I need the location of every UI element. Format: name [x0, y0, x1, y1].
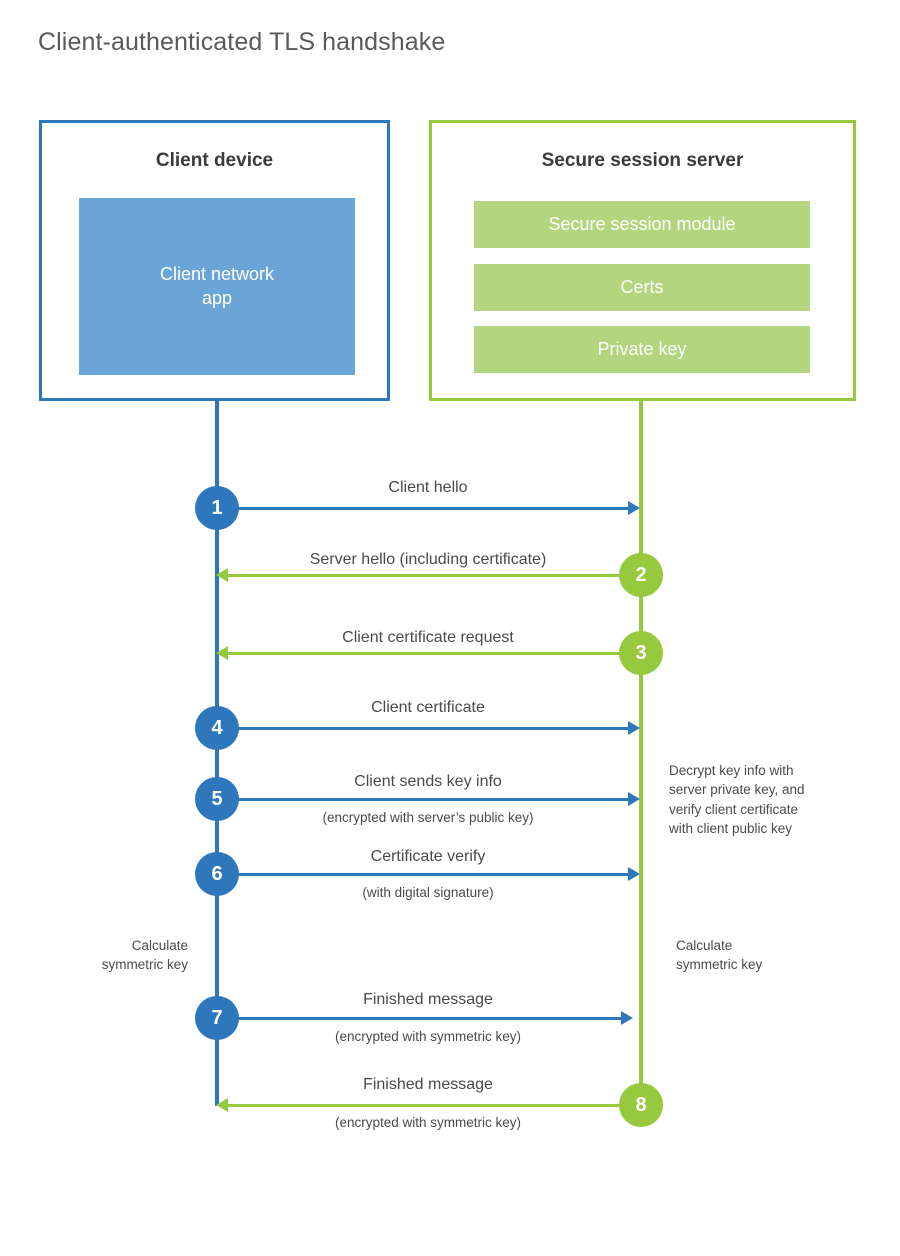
page-title: Client-authenticated TLS handshake	[38, 28, 446, 56]
message-7-label: Finished message	[363, 991, 493, 1008]
step-badge-5[interactable]: 5	[195, 777, 239, 821]
note-server-calculate-symmetric-key: Calculate symmetric key	[676, 938, 763, 973]
secure-session-server-box: Secure session server Secure session mod…	[429, 120, 856, 401]
client-device-box: Client device Client network app	[39, 120, 390, 401]
message-3-arrowhead	[216, 646, 228, 660]
note-server-decrypt: Decrypt key info with server private key…	[669, 763, 805, 836]
message-5-sublabel: (encrypted with server’s public key)	[322, 810, 534, 825]
message-8-label: Finished message	[363, 1076, 493, 1093]
message-2-line	[228, 574, 641, 577]
server-component-secure-session-module: Secure session module	[474, 201, 810, 248]
step-badge-3[interactable]: 3	[619, 631, 663, 675]
server-component-private-key: Private key	[474, 326, 810, 373]
message-6-sublabel: (with digital signature)	[362, 885, 494, 900]
server-lifeline	[639, 400, 643, 1106]
message-8-line	[228, 1104, 641, 1107]
step-badge-2[interactable]: 2	[619, 553, 663, 597]
message-3-line	[228, 652, 641, 655]
client-network-app-block: Client network app	[79, 198, 355, 375]
message-6-line	[217, 873, 629, 876]
server-component-certs: Certs	[474, 264, 810, 311]
message-7-line	[217, 1017, 622, 1020]
step-badge-8[interactable]: 8	[619, 1083, 663, 1127]
secure-session-server-title: Secure session server	[541, 150, 744, 171]
step-badge-4[interactable]: 4	[195, 706, 239, 750]
note-client-calculate-symmetric-key: Calculate symmetric key	[101, 938, 188, 973]
message-1-line	[217, 507, 629, 510]
step-badge-6[interactable]: 6	[195, 852, 239, 896]
message-1-arrowhead	[628, 501, 640, 515]
message-4-label: Client certificate	[371, 699, 485, 716]
message-4-line	[217, 727, 629, 730]
message-6-arrowhead	[628, 867, 640, 881]
message-4-arrowhead	[628, 721, 640, 735]
message-2-arrowhead	[216, 568, 228, 582]
client-lifeline	[215, 400, 219, 1106]
message-8-arrowhead	[216, 1098, 228, 1112]
message-7-arrowhead	[621, 1011, 633, 1025]
message-5-line	[217, 798, 629, 801]
client-device-title: Client device	[155, 150, 274, 171]
message-5-arrowhead	[628, 792, 640, 806]
step-badge-7[interactable]: 7	[195, 996, 239, 1040]
message-3-label: Client certificate request	[342, 629, 514, 646]
message-8-sublabel: (encrypted with symmetric key)	[334, 1115, 522, 1130]
step-badge-1[interactable]: 1	[195, 486, 239, 530]
message-7-sublabel: (encrypted with symmetric key)	[334, 1029, 522, 1044]
message-2-label: Server hello (including certificate)	[309, 551, 547, 568]
message-1-label: Client hello	[388, 479, 468, 496]
message-5-label: Client sends key info	[354, 773, 502, 790]
message-6-label: Certificate verify	[370, 848, 486, 865]
